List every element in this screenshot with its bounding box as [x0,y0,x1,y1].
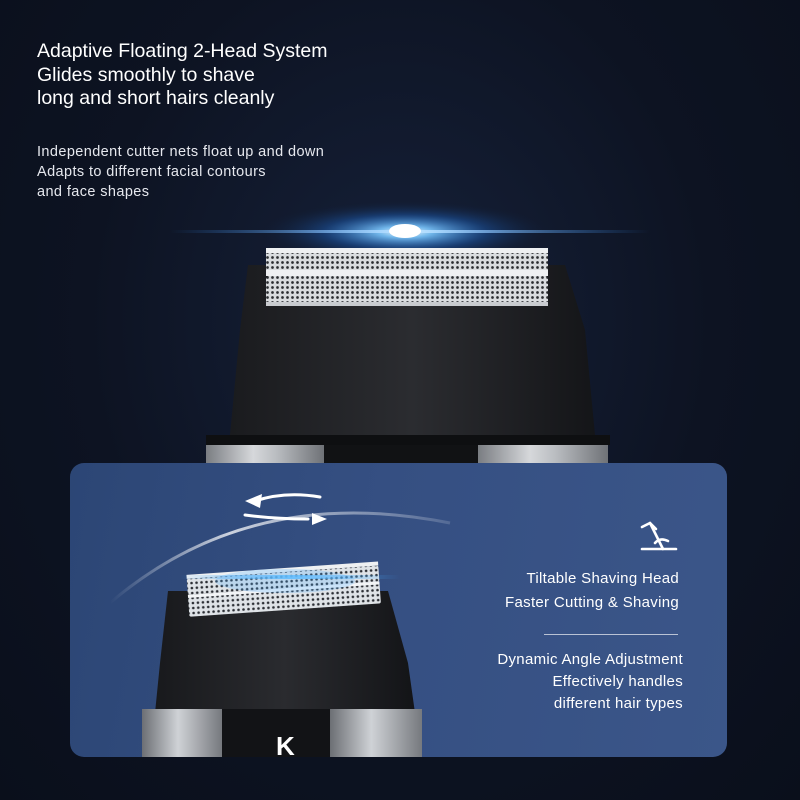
feature-panel: K Tiltable Shaving Head Faster Cutting &… [70,463,727,757]
headline-line-3: long and short hairs cleanly [37,87,275,109]
feature-divider [544,634,678,635]
feature-2-line-2: Effectively handles [552,673,683,690]
headline-line-1: Adaptive Floating 2-Head System [37,40,328,62]
shaver-head [206,248,610,470]
headline: Adaptive Floating 2-Head System Glides s… [37,40,327,111]
feature-2-line-1: Dynamic Angle Adjustment [497,651,683,668]
tilted-shaver-illustration: K [109,493,451,757]
feature-1-line-2: Faster Cutting & Shaving [505,594,679,611]
feature-angle-adjustment: Dynamic Angle Adjustment Effectively han… [497,649,683,715]
brand-fragment: K [276,731,295,757]
feature-1-line-1: Tiltable Shaving Head [526,570,679,587]
feature-2-line-3: different hair types [553,695,683,712]
tilt-angle-icon [640,521,678,551]
headline-line-2: Glides smoothly to shave [37,63,255,86]
feature-tiltable-head: Tiltable Shaving Head Faster Cutting & S… [505,567,679,615]
subcopy: Independent cutter nets float up and dow… [37,142,324,202]
subcopy-line-2: Adapts to different facial contours [37,164,266,180]
subcopy-line-3: and face shapes [37,184,150,200]
subcopy-line-1: Independent cutter nets float up and dow… [37,144,325,160]
